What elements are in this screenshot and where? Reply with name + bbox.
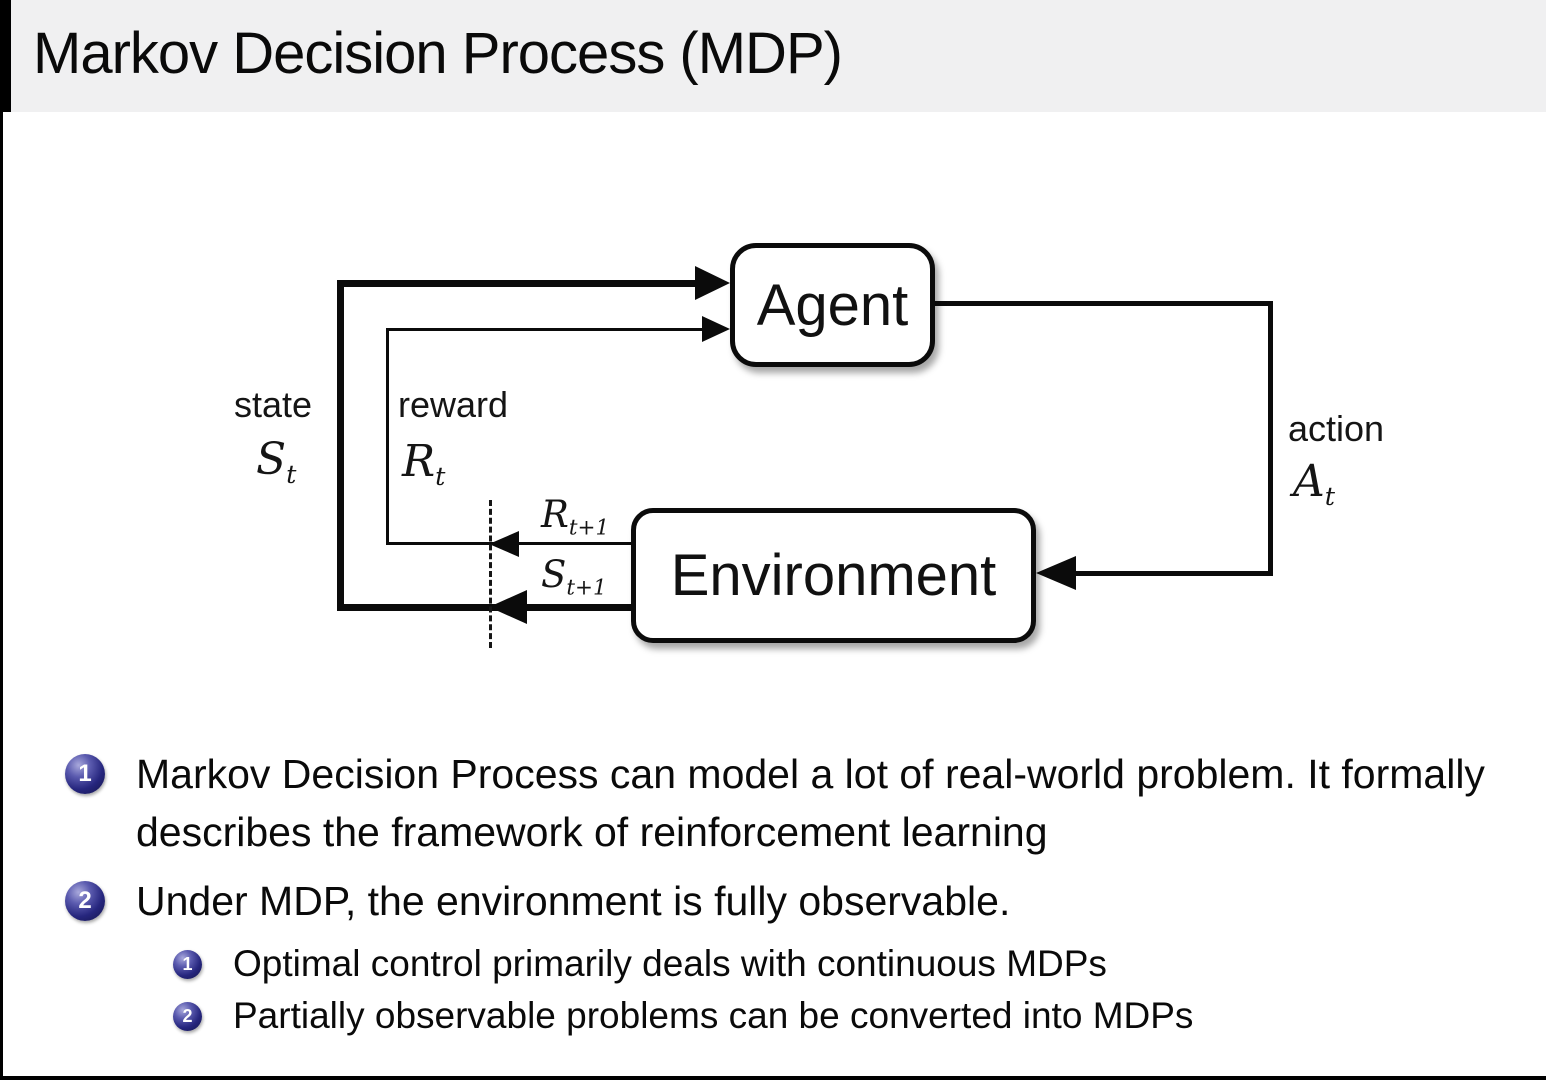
action-arrowhead-into-environment	[1036, 556, 1076, 590]
header-accent-bar	[3, 0, 11, 112]
reward-symbol-sub: t	[435, 461, 446, 492]
action-symbol-sub: t	[1324, 481, 1336, 512]
slide-title: Markov Decision Process (MDP)	[33, 21, 843, 86]
next-state-symbol: St+1	[541, 553, 607, 599]
state-symbol-base: S	[256, 434, 287, 485]
agent-box: Agent	[730, 243, 935, 367]
next-reward-symbol-sub: t+1	[568, 515, 610, 541]
state-symbol: St	[256, 438, 296, 488]
sub-bullet-item-2: 2 Partially observable problems can be c…	[173, 992, 1513, 1040]
state-symbol-sub: t	[286, 459, 297, 490]
next-state-arrowhead	[489, 590, 527, 624]
state-loop-top-line	[337, 280, 697, 287]
bullet-2-text: Under MDP, the environment is fully obse…	[136, 878, 1011, 924]
bullet-item-1: 1 Markov Decision Process can model a lo…	[65, 745, 1508, 861]
reward-loop-left-line	[386, 328, 389, 544]
action-loop-top-line	[935, 301, 1273, 306]
reward-symbol: Rt	[402, 440, 445, 490]
environment-box: Environment	[631, 508, 1036, 643]
action-symbol: At	[1293, 460, 1335, 510]
next-state-symbol-base: S	[541, 553, 567, 596]
state-loop-bottom-line	[337, 604, 631, 611]
slide-header: Markov Decision Process (MDP)	[3, 0, 1546, 112]
state-label: state	[234, 384, 313, 425]
bullet-2-marker: 2	[65, 881, 105, 921]
action-symbol-base: A	[1293, 456, 1325, 507]
next-reward-symbol: Rt+1	[541, 493, 609, 539]
action-label: action	[1288, 408, 1385, 449]
sub-bullet-1-text: Optimal control primarily deals with con…	[233, 943, 1107, 984]
reward-label: reward	[398, 384, 509, 425]
next-state-symbol-sub: t+1	[566, 575, 607, 601]
time-step-dashed-divider	[489, 500, 492, 648]
bullet-1-marker: 1	[65, 754, 105, 794]
sub-bullet-item-1: 1 Optimal control primarily deals with c…	[173, 940, 1513, 988]
environment-label: Environment	[670, 543, 997, 608]
reward-symbol-base: R	[402, 436, 436, 487]
reward-loop-top-line	[386, 328, 704, 331]
agent-label: Agent	[756, 272, 909, 338]
next-reward-symbol-base: R	[541, 493, 569, 536]
state-loop-left-line	[337, 280, 344, 611]
reward-arrowhead-into-agent	[702, 316, 730, 342]
action-loop-right-line	[1268, 301, 1273, 576]
next-reward-arrowhead	[489, 531, 519, 557]
bullet-item-2: 2 Under MDP, the environment is fully ob…	[65, 872, 1508, 930]
bullet-1-text: Markov Decision Process can model a lot …	[136, 751, 1485, 855]
state-arrowhead-into-agent	[695, 266, 730, 300]
sub-bullet-2-text: Partially observable problems can be con…	[233, 995, 1194, 1036]
sub-bullet-2-marker: 2	[173, 1002, 202, 1031]
sub-bullet-1-marker: 1	[173, 950, 202, 979]
mdp-agent-environment-diagram: Agent Environment state St reward Rt act…	[3, 112, 1546, 732]
action-loop-bottom-line	[1076, 571, 1273, 576]
